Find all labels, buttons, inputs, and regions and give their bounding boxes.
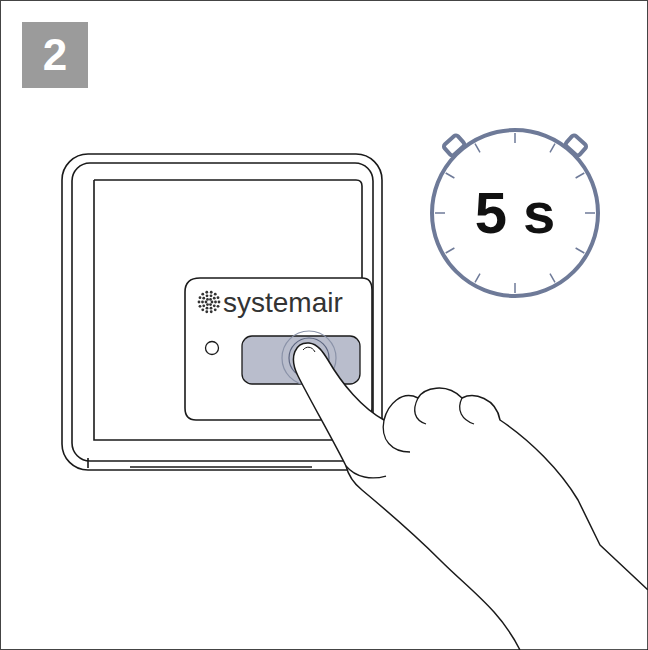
logo-dot <box>206 303 209 306</box>
logo-dot <box>214 293 217 296</box>
tick <box>576 248 585 253</box>
logo-dot <box>217 305 220 308</box>
logo-dot <box>206 294 209 297</box>
stopwatch-face: 5 s <box>450 148 580 278</box>
tick <box>514 283 516 293</box>
tick <box>446 248 455 253</box>
logo-dot <box>199 296 202 299</box>
logo-dot <box>214 301 217 304</box>
logo-dot <box>198 301 201 304</box>
tick <box>475 144 480 153</box>
logo-dot <box>201 293 204 296</box>
logo-dot <box>217 296 220 299</box>
logo-dot <box>206 298 209 301</box>
tick <box>576 173 585 178</box>
node-label: systemair <box>223 289 343 317</box>
logo-dot <box>210 294 213 297</box>
logo-dot <box>209 303 212 306</box>
tick <box>550 144 555 153</box>
logo-dot <box>210 310 213 313</box>
logo-mark <box>198 291 221 313</box>
logo-dot <box>199 305 202 308</box>
tick <box>435 212 445 214</box>
logo-dot <box>201 301 204 304</box>
tick <box>514 133 516 143</box>
status-led <box>206 342 219 355</box>
logo-dot <box>205 301 208 304</box>
logo-dot <box>211 301 214 304</box>
logo-dot <box>213 297 216 300</box>
logo-dot <box>218 301 221 304</box>
logo-dot <box>202 304 205 307</box>
tick <box>475 274 480 283</box>
logo-dot <box>210 291 213 294</box>
stopwatch <box>432 130 598 296</box>
logo-dot <box>206 307 209 310</box>
node-label: 2 <box>43 33 67 77</box>
fingernail <box>303 347 315 352</box>
logo-dot <box>205 310 208 313</box>
brand-panel: systemair <box>223 286 369 320</box>
tick <box>585 212 595 214</box>
hand <box>294 343 648 650</box>
logo-dot <box>202 297 205 300</box>
logo-dot <box>213 304 216 307</box>
tick <box>446 173 455 178</box>
tick <box>550 274 555 283</box>
node-label: 5 s <box>475 184 556 242</box>
step-badge: 2 <box>22 22 88 88</box>
logo-dot <box>201 308 204 311</box>
logo-dot <box>210 307 213 310</box>
finger-lines <box>346 398 474 478</box>
stopwatch-ticks <box>435 133 595 293</box>
logo-dot <box>205 291 208 294</box>
logo-dot <box>209 298 212 301</box>
logo-dot <box>214 308 217 311</box>
